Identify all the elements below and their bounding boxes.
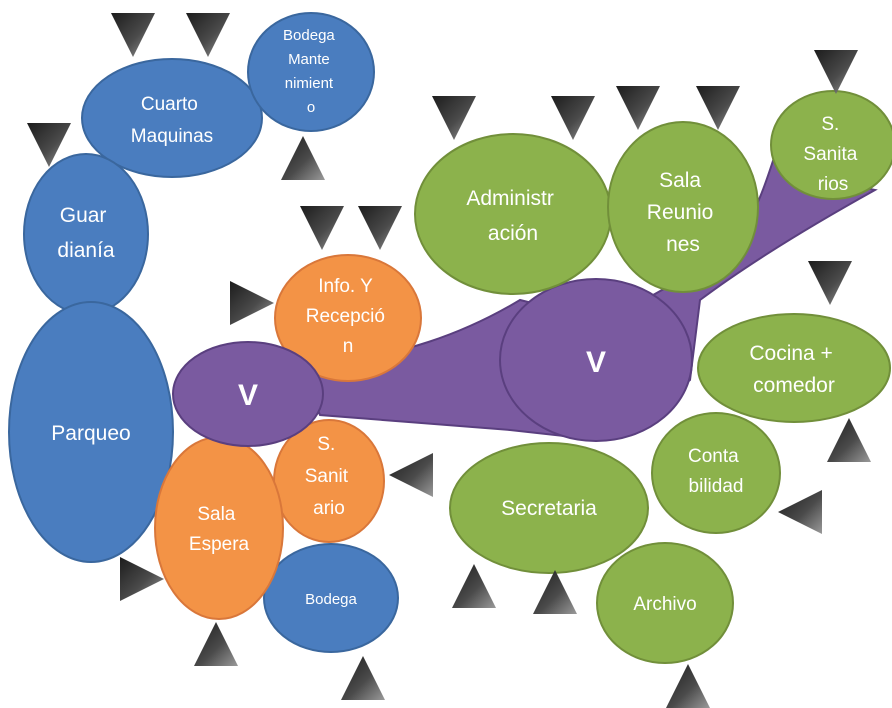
label-sala-espera: Sala Espera: [189, 504, 250, 555]
zone-contabilidad: [651, 412, 781, 534]
arrow-down-icon: [432, 96, 476, 140]
arrow-down-icon: [696, 86, 740, 130]
arrow-up-icon: [341, 656, 385, 700]
arrow-up-icon: [194, 622, 238, 666]
arrow-up-icon: [533, 570, 577, 614]
arrow-down-icon: [814, 50, 858, 94]
zone-bodega-mantenimiento: [247, 12, 375, 132]
arrow-down-icon: [186, 13, 230, 57]
arrow-down-icon: [300, 206, 344, 250]
zone-administracion: [414, 133, 612, 295]
arrow-left-icon: [389, 453, 433, 497]
zone-vestibulo-1: [172, 341, 324, 447]
label-secretaria: Secretaria: [501, 497, 597, 520]
arrow-down-icon: [808, 261, 852, 305]
label-guardiania: Guar dianía: [57, 204, 115, 262]
zone-info-recepcion: [274, 254, 422, 382]
label-contabilidad: Conta bilidad: [688, 446, 744, 497]
zone-sanitarios: [770, 90, 892, 200]
arrow-down-icon: [27, 123, 71, 167]
arrow-up-icon: [827, 418, 871, 462]
arrow-down-icon: [616, 86, 660, 130]
arrow-down-icon: [111, 13, 155, 57]
label-cocina-comedor: Cocina + comedor: [749, 342, 838, 397]
arrow-up-icon: [452, 564, 496, 608]
label-bodega-mantenimiento: Bodega Mante nimient o: [283, 27, 339, 116]
arrow-down-icon: [551, 96, 595, 140]
arrow-right-icon: [120, 557, 164, 601]
zone-guardiania: [23, 153, 149, 315]
label-administracion: Administr ación: [466, 187, 559, 245]
zone-vestibulo-2: [499, 278, 693, 442]
arrow-down-icon: [358, 206, 402, 250]
label-parqueo: Parqueo: [51, 422, 130, 445]
arrow-right-icon: [230, 281, 274, 325]
arrow-up-icon: [666, 664, 710, 708]
label-archivo: Archivo: [633, 594, 696, 615]
zone-parqueo: [8, 301, 174, 563]
arrow-up-icon: [281, 136, 325, 180]
zone-bodega: [263, 543, 399, 653]
zone-archivo: [596, 542, 734, 664]
label-bodega: Bodega: [305, 591, 357, 608]
label-vestibulo-2: V: [586, 346, 606, 379]
label-cuarto-maquinas: Cuarto Maquinas: [131, 94, 213, 147]
zone-cocina-comedor: [697, 313, 891, 423]
arrow-left-icon: [778, 490, 822, 534]
label-info-recepcion: Info. Y Recepció n: [306, 276, 391, 357]
zone-sala-espera: [154, 436, 284, 620]
label-sanitario: S. Sanit ario: [305, 434, 354, 519]
zone-cuarto-maquinas: [81, 58, 263, 178]
zone-secretaria: [449, 442, 649, 574]
zone-sala-reuniones: [607, 121, 759, 293]
label-sala-reuniones: Sala Reunio nes: [647, 169, 719, 256]
label-sanitarios: S. Sanita rios: [803, 114, 862, 195]
label-vestibulo-1: V: [238, 379, 258, 412]
